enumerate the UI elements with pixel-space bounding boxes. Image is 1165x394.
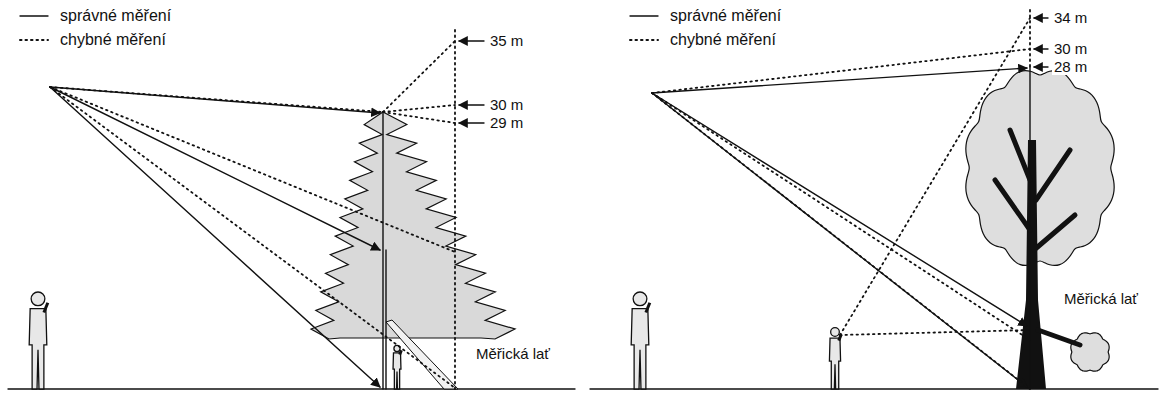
left-panel xyxy=(29,30,515,389)
sight-line-wrong xyxy=(652,93,1030,340)
trunk xyxy=(386,320,458,389)
height-value: 34 m xyxy=(1052,9,1089,26)
legend-item: chybné měření xyxy=(628,30,776,50)
height-value: 29 m xyxy=(488,114,525,131)
rod-label: Měřická lať xyxy=(474,345,552,362)
height-value: 30 m xyxy=(1052,40,1089,57)
legend-text: správné měření xyxy=(60,6,171,26)
leader-arrow xyxy=(459,40,484,41)
person xyxy=(631,292,650,389)
projection-wrong xyxy=(383,105,455,112)
tree-crown xyxy=(966,71,1114,266)
rod-label: Měřická lať xyxy=(1062,290,1140,307)
conifer-crown xyxy=(311,112,515,339)
branch xyxy=(1038,330,1080,345)
leader-arrow xyxy=(1034,17,1048,18)
leader-arrow xyxy=(459,104,484,105)
ground-line xyxy=(590,388,1158,389)
sight-line-wrong xyxy=(840,330,1030,335)
legend-text: správné měření xyxy=(670,6,781,26)
branch xyxy=(1010,130,1030,180)
projection-wrong xyxy=(383,112,455,123)
height-value: 30 m xyxy=(488,96,525,113)
leader-arrow xyxy=(459,122,484,123)
legend-item: správné měření xyxy=(628,6,781,26)
legend-text: chybné měření xyxy=(60,30,166,50)
right-panel xyxy=(631,10,1114,389)
ground-line xyxy=(8,388,575,389)
sight-line-wrong xyxy=(840,18,1030,335)
legend-sample xyxy=(18,35,50,45)
wrong-vertical xyxy=(454,30,456,389)
height-value: 28 m xyxy=(1052,58,1089,75)
measuring-rod xyxy=(385,250,386,389)
person xyxy=(829,328,841,389)
person xyxy=(393,345,401,389)
height-value: 35 m xyxy=(488,32,525,49)
person xyxy=(29,292,48,389)
sight-line-wrong xyxy=(50,87,383,112)
legend-item: chybné měření xyxy=(18,30,166,50)
sight-line-wrong xyxy=(50,87,455,252)
leader-arrow xyxy=(1034,66,1048,67)
sight-line-wrong xyxy=(50,87,455,388)
sight-line-wrong xyxy=(652,49,1030,93)
sight-line xyxy=(50,87,380,387)
projection-wrong xyxy=(383,41,455,112)
legend-text: chybné měření xyxy=(670,30,776,50)
sight-line xyxy=(50,87,380,250)
legend-sample xyxy=(628,35,660,45)
height-line xyxy=(382,112,383,389)
leader-arrow xyxy=(1034,48,1048,49)
sight-line xyxy=(652,93,1027,326)
legend-sample xyxy=(628,11,660,21)
legend-item: správné měření xyxy=(18,6,171,26)
sight-line-wrong xyxy=(652,93,1030,389)
legend-sample xyxy=(18,11,50,21)
branch xyxy=(1036,150,1070,200)
branch xyxy=(995,180,1030,230)
small-crown xyxy=(1071,333,1109,371)
branch xyxy=(1034,215,1075,250)
